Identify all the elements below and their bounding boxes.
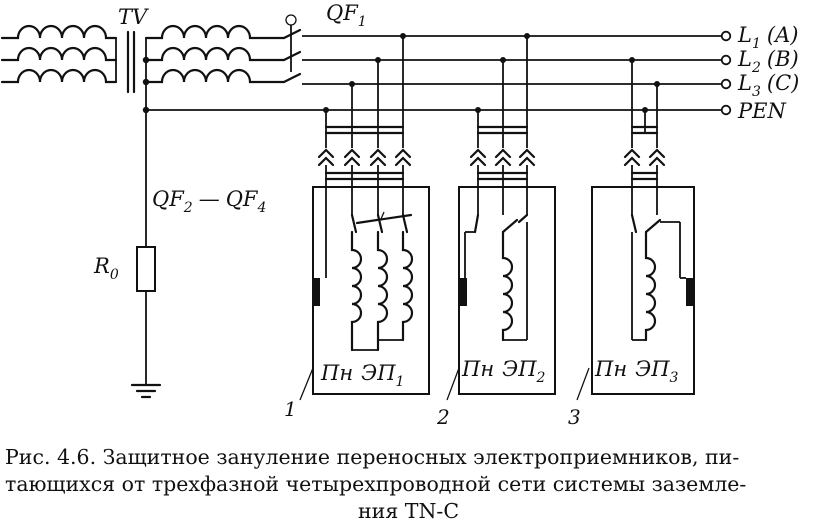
line-l2-label: L2(B) [737,47,799,76]
transformer-core [126,30,136,94]
consumer-1 [299,33,430,401]
resistor-label: R0 [93,254,119,283]
consumer-2 [446,33,556,401]
consumer-2-number: 2 [436,405,450,429]
branch-breakers-label: QF2—QF4 [152,187,266,216]
line-l1-label: L1(A) [737,23,798,52]
circuit-diagram: TV QF1 L1(A) L2(B) L3(C) PEN QF2—QF4 R0 … [0,1,799,429]
transformer-secondary-windings [142,24,286,385]
grounding-resistor [130,246,162,399]
pen-label: PEN [737,99,786,123]
network-lines [146,30,732,116]
transformer-label: TV [118,5,149,29]
consumer-3-number: 3 [568,405,581,429]
caption-line-1: Рис. 4.6. Защитное зануление переносных … [5,445,740,469]
consumer-3 [576,57,695,401]
main-breaker-qf1 [282,14,302,84]
line-l3-label: L3(C) [737,71,799,100]
transformer-primary-windings [0,24,118,84]
consumer-1-number: 1 [284,397,297,421]
main-breaker-label: QF1 [326,1,367,30]
caption-line-3: ния TN-C [358,499,459,523]
caption-line-2: тающихся от трехфазной четырехпроводной … [5,472,747,496]
